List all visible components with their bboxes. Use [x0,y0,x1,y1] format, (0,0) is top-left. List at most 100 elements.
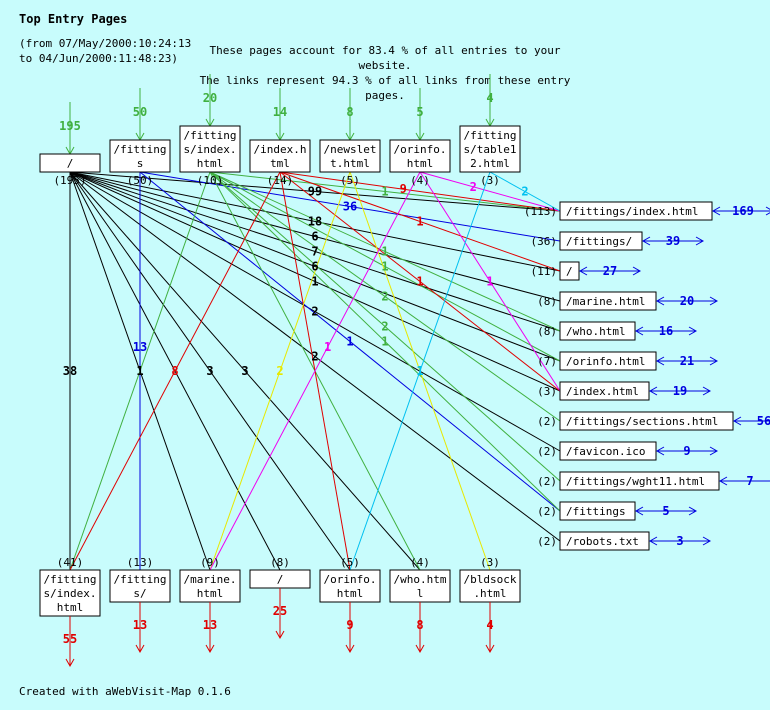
page-box [39,569,101,617]
second-page-node[interactable]: /fittings/wght11.html(2)7 [537,471,770,491]
page-label: / [67,157,74,170]
page-label: /fittings/index.html [566,205,698,218]
visit-count: (3) [537,385,557,398]
second-page-node[interactable]: /robots.txt(2)3 [537,531,712,551]
page-label: /orinfo. [394,143,447,156]
link-count-label: 1 [324,340,331,354]
second-page-node[interactable]: /orinfo.html(7)21 [537,351,719,371]
page-label: 2.html [470,157,510,170]
link-line [69,171,561,302]
second-page-node[interactable]: /(11)27 [531,261,642,281]
date-range-to: to 04/Jun/2000:11:48:23) [19,52,178,65]
page-box [459,569,521,603]
arrow-down-icon [415,644,425,654]
visit-count: (5) [340,556,360,569]
link-count-label: 1 [381,245,388,259]
page-label: /fitting [114,573,167,586]
second-page-node[interactable]: /who.html(8)16 [537,321,698,341]
page-box [319,139,381,173]
entry-page-node[interactable]: 5/orinfo.html(4) [389,88,451,187]
link-line [419,171,561,212]
arrow-down-icon [485,644,495,654]
onward-count-label: 3 [676,534,683,548]
second-page-node[interactable]: /fittings/sections.html(2)56 [537,411,770,431]
onward-count-label: 56 [757,414,770,428]
onward-count-label: 21 [680,354,694,368]
arrow-left-icon [732,416,742,426]
link-count-label: 1 [381,335,388,349]
second-page-node[interactable]: /fittings/(36)39 [531,231,705,251]
page-box [39,153,101,173]
second-page-node[interactable]: /index.html(3)19 [537,381,712,401]
link-count-label: 38 [63,364,77,378]
page-label: / [566,265,573,278]
page-label: s/ [133,587,146,600]
link-line [279,171,561,392]
visit-count: (9) [200,556,220,569]
page-box [459,125,521,173]
entry-count-label: 5 [416,105,423,119]
exit-page-node[interactable]: (13)/fittings/13 [109,556,171,654]
arrow-down-icon [65,658,75,668]
page-label: /index.html [566,385,639,398]
link-line [279,171,561,212]
link-count-label: 99 [308,185,322,199]
visit-count: (5) [340,174,360,187]
link-line [209,171,351,571]
second-page-node[interactable]: /fittings(2)5 [537,501,698,521]
link-line [139,171,561,242]
link-count-label: 18 [308,215,322,229]
entry-page-node[interactable]: 14/index.html(14) [249,88,311,187]
page-label: /who.htm [394,573,447,586]
onward-count-label: 9 [683,444,690,458]
arrow-left-icon [711,206,721,216]
second-page-node[interactable]: /fittings/index.html(113)169 [524,201,770,221]
arrow-down-icon [345,644,355,654]
entry-page-node[interactable]: 20/fittings/index.html(10) [179,74,241,187]
page-label: tml [270,157,290,170]
page-label: .html [473,587,506,600]
visit-count: (14) [267,174,294,187]
second-page-node[interactable]: /favicon.ico(2)9 [537,441,719,461]
visit-count: (113) [524,205,557,218]
summary-entries: These pages account for 83.4 % of all en… [209,44,561,72]
link-count-label: 36 [343,200,357,214]
arrow-down-icon [275,630,285,640]
visit-count: (41) [57,556,84,569]
arrow-right-icon [702,386,712,396]
entry-page-node[interactable]: 195/(195) [39,102,101,187]
link-line [69,171,561,272]
visit-count: (2) [537,475,557,488]
arrow-down-icon [205,644,215,654]
arrow-left-icon [655,296,665,306]
arrow-right-icon [709,296,719,306]
arrow-left-icon [655,356,665,366]
exit-page-node[interactable]: (8)/25 [249,556,311,640]
page-label: html [407,157,434,170]
page-label: l [417,587,424,600]
second-page-node[interactable]: /marine.html(8)20 [537,291,719,311]
link-line [209,171,561,212]
link-count-label: 1 [416,275,423,289]
page-label: html [57,601,84,614]
visit-count: (36) [531,235,558,248]
link-count-label: 1 [346,335,353,349]
page-label: s [137,157,144,170]
entry-page-node[interactable]: 50/fittings(50) [109,88,171,187]
onward-count-label: 20 [680,294,694,308]
link-count-label: 2 [521,185,528,199]
page-box [179,125,241,173]
arrow-left-icon [641,236,651,246]
link-line [209,171,561,422]
link-line [209,171,421,571]
entry-count-label: 20 [203,91,217,105]
page-label: html [197,587,224,600]
